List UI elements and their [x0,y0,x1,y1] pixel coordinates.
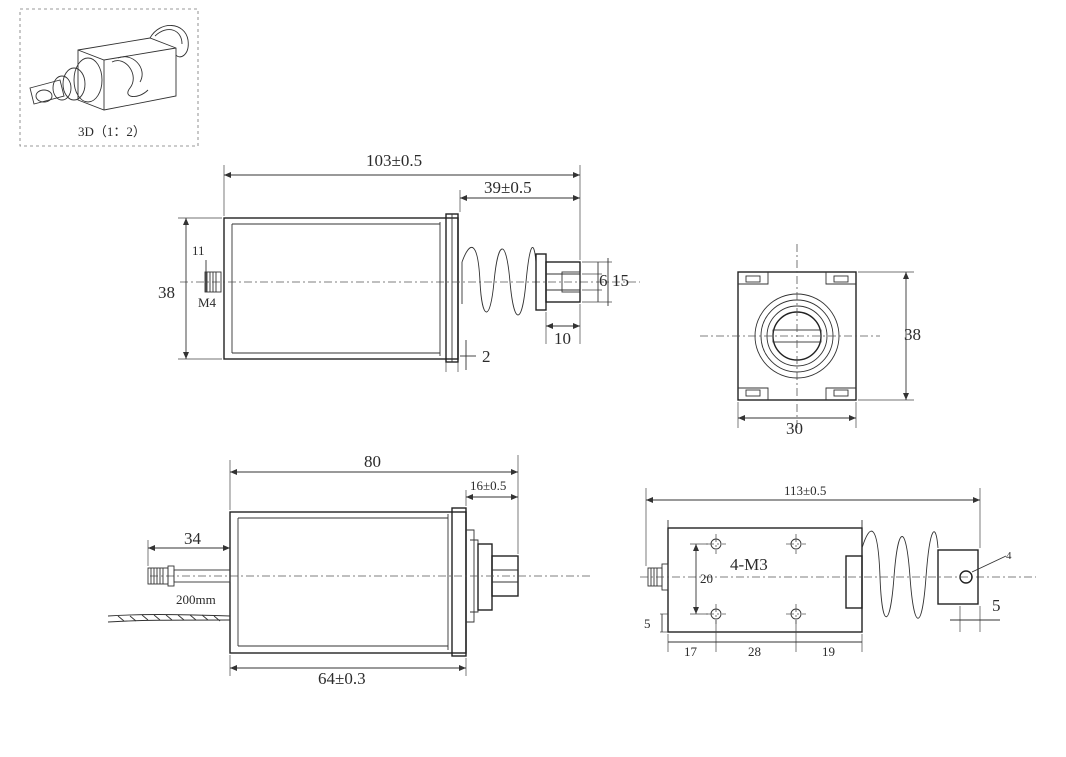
dim-edge-offset: 5 [644,616,651,631]
label-thread: M4 [198,295,217,310]
thumbnail-3d: 3D（1：2） [19,8,199,147]
dim-x-offset-2: 28 [748,644,761,659]
end-view: 38 30 [700,244,921,438]
dim-plunger-small: 6 [599,271,608,290]
label-lead-length: 200mm [176,592,216,607]
dim-height: 38 [158,283,175,302]
dim-mount-overall: 113±0.5 [784,483,826,498]
dim-flange-height: 11 [192,243,205,258]
dim-tip-length: 10 [554,329,571,348]
side-view: 103±0.5 39±0.5 38 11 M4 6 15 10 2 [158,151,640,372]
dim-frame-length: 64±0.3 [318,669,366,688]
dim-end-height: 38 [904,325,921,344]
dim-bolt-length: 34 [184,529,202,548]
bottom-view: 80 16±0.5 34 200mm 64±0.3 [107,452,590,688]
dim-tip-length-mount: 5 [992,596,1001,615]
solenoid-3d-sketch [29,25,189,111]
dim-overall-length: 103±0.5 [366,151,422,170]
dim-stroke-extension: 39±0.5 [484,178,532,197]
dim-stroke: 16±0.5 [470,478,506,493]
dim-body-length: 80 [364,452,381,471]
label-hole-spec: 4-M3 [730,555,768,574]
dim-x-offset-3: 19 [822,644,835,659]
mount-view: 4-M3 113±0.5 20 4 5 5 17 [640,483,1036,659]
dim-hole-dia: 4 [1006,550,1012,562]
dim-hole-spacing-v: 20 [700,571,713,586]
dim-plunger-large: 15 [612,271,629,290]
dim-plate-thickness: 2 [482,347,491,366]
dim-x-offset-1: 17 [684,644,698,659]
thumbnail-caption: 3D（1：2） [78,124,146,139]
dim-end-width: 30 [786,419,803,438]
